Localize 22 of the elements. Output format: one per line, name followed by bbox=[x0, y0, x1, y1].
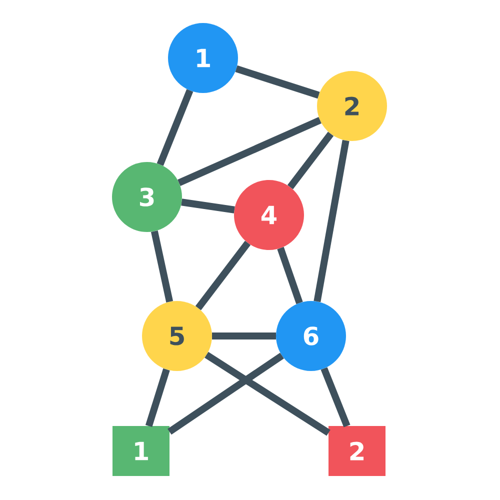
circle-node: 5 bbox=[142, 301, 212, 371]
connector-line bbox=[150, 230, 174, 303]
connector-line bbox=[195, 240, 251, 310]
connector-line bbox=[277, 246, 303, 304]
square-node: 2 bbox=[328, 426, 386, 476]
connector-line bbox=[320, 367, 350, 428]
circle-node: 4 bbox=[234, 180, 304, 250]
circle-node: 3 bbox=[112, 162, 182, 232]
circle-node: 2 bbox=[317, 71, 387, 141]
connector-line bbox=[204, 352, 330, 436]
connector-line bbox=[314, 140, 350, 302]
square-node: 1 bbox=[112, 426, 170, 476]
circle-node: 1 bbox=[168, 23, 238, 93]
circle-node: 6 bbox=[276, 301, 346, 371]
connector-line bbox=[168, 352, 284, 435]
connector-line bbox=[145, 368, 170, 428]
connector-line bbox=[178, 117, 322, 186]
connector-line bbox=[181, 198, 235, 214]
connector-line bbox=[212, 332, 276, 340]
connector-line bbox=[235, 65, 320, 99]
connector-line bbox=[287, 132, 334, 190]
connector-line bbox=[156, 89, 194, 166]
